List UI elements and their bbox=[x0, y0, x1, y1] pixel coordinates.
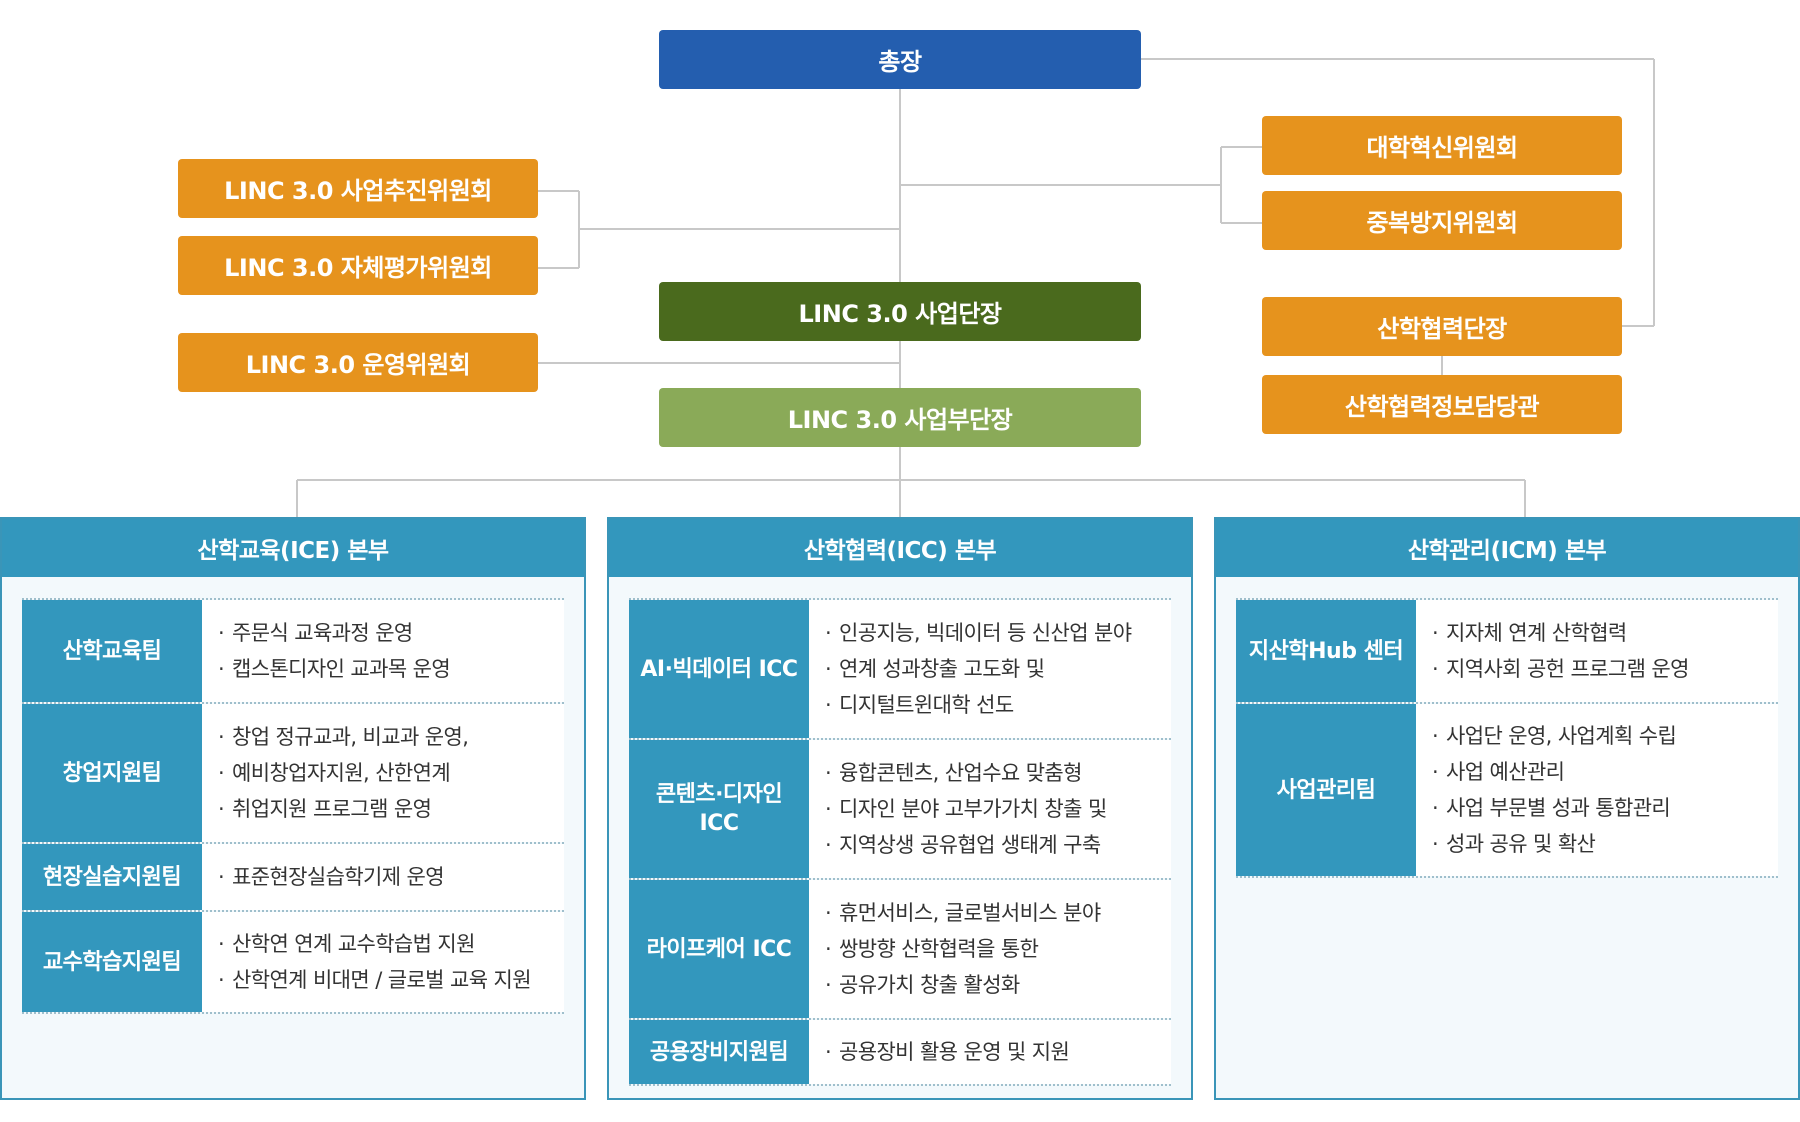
team-row: 콘텐츠·디자인 ICC 융합콘텐츠, 산업수요 맞춤형 디자인 분야 고부가가치… bbox=[629, 740, 1171, 880]
self-evaluation-committee-label: LINC 3.0 자체평가위원회 bbox=[224, 254, 492, 282]
university-innovation-committee-label: 대학혁신위원회 bbox=[1366, 134, 1518, 162]
duplication-prevention-committee-label: 중복방지위원회 bbox=[1366, 209, 1518, 237]
duty-item: 지역상생 공유협업 생태계 구축 bbox=[825, 827, 1165, 863]
division-title: 산학관리(ICM) 본부 bbox=[1216, 519, 1798, 577]
duty-item: 쌍방향 산학협력을 통한 bbox=[825, 931, 1165, 967]
duty-item: 공유가치 창출 활성화 bbox=[825, 967, 1165, 1003]
team-list: AI·빅데이터 ICC 인공지능, 빅데이터 등 신산업 분야 연계 성과창출 … bbox=[629, 598, 1171, 1086]
duty-item: 휴먼서비스, 글로벌서비스 분야 bbox=[825, 895, 1165, 931]
promotion-committee-label: LINC 3.0 사업추진위원회 bbox=[224, 177, 492, 205]
team-list: 지산학Hub 센터 지자체 연계 산학협력 지역사회 공헌 프로그램 운영 사업… bbox=[1236, 598, 1778, 878]
info-officer-box: 산학협력정보담당관 bbox=[1262, 375, 1622, 434]
team-row: 산학교육팀 주문식 교육과정 운영 캡스톤디자인 교과목 운영 bbox=[22, 598, 564, 704]
vice-director-box: LINC 3.0 사업부단장 bbox=[659, 388, 1141, 447]
duty-item: 창업 정규교과, 비교과 운영, bbox=[218, 719, 558, 755]
team-duties: 휴먼서비스, 글로벌서비스 분야 쌍방향 산학협력을 통한 공유가치 창출 활성… bbox=[809, 880, 1171, 1018]
team-row: 창업지원팀 창업 정규교과, 비교과 운영, 예비창업자지원, 산한연계 취업지… bbox=[22, 704, 564, 844]
team-name: AI·빅데이터 ICC bbox=[629, 600, 809, 738]
duty-item: 지자체 연계 산학협력 bbox=[1432, 615, 1772, 651]
president-box: 총장 bbox=[659, 30, 1141, 89]
university-innovation-committee-box: 대학혁신위원회 bbox=[1262, 116, 1622, 175]
team-name: 라이프케어 ICC bbox=[629, 880, 809, 1018]
duty-item: 공용장비 활용 운영 및 지원 bbox=[825, 1034, 1165, 1070]
duty-item: 디자인 분야 고부가가치 창출 및 bbox=[825, 791, 1165, 827]
division-title: 산학협력(ICC) 본부 bbox=[609, 519, 1191, 577]
promotion-committee-box: LINC 3.0 사업추진위원회 bbox=[178, 159, 538, 218]
team-list: 산학교육팀 주문식 교육과정 운영 캡스톤디자인 교과목 운영 창업지원팀 창업… bbox=[22, 598, 564, 1014]
vice-director-label: LINC 3.0 사업부단장 bbox=[787, 406, 1013, 434]
team-row: 공용장비지원팀 공용장비 활용 운영 및 지원 bbox=[629, 1020, 1171, 1086]
division-icm: 산학관리(ICM) 본부 지산학Hub 센터 지자체 연계 산학협력 지역사회 … bbox=[1214, 517, 1800, 1100]
division-title: 산학교육(ICE) 본부 bbox=[2, 519, 584, 577]
team-name: 공용장비지원팀 bbox=[629, 1020, 809, 1084]
duplication-prevention-committee-box: 중복방지위원회 bbox=[1262, 191, 1622, 250]
team-row: AI·빅데이터 ICC 인공지능, 빅데이터 등 신산업 분야 연계 성과창출 … bbox=[629, 598, 1171, 740]
team-name: 교수학습지원팀 bbox=[22, 912, 202, 1012]
team-row: 교수학습지원팀 산학연 연계 교수학습법 지원 산학연계 비대면 / 글로벌 교… bbox=[22, 912, 564, 1014]
project-director-box: LINC 3.0 사업단장 bbox=[659, 282, 1141, 341]
duty-item: 주문식 교육과정 운영 bbox=[218, 615, 558, 651]
team-duties: 융합콘텐츠, 산업수요 맞춤형 디자인 분야 고부가가치 창출 및 지역상생 공… bbox=[809, 740, 1171, 878]
duty-item: 캡스톤디자인 교과목 운영 bbox=[218, 651, 558, 687]
cooperation-head-label: 산학협력단장 bbox=[1377, 315, 1507, 343]
info-officer-label: 산학협력정보담당관 bbox=[1344, 393, 1540, 421]
team-duties: 산학연 연계 교수학습법 지원 산학연계 비대면 / 글로벌 교육 지원 bbox=[202, 912, 564, 1012]
team-name: 산학교육팀 bbox=[22, 600, 202, 702]
duty-item: 지역사회 공헌 프로그램 운영 bbox=[1432, 651, 1772, 687]
duty-item: 사업단 운영, 사업계획 수립 bbox=[1432, 718, 1772, 754]
team-duties: 창업 정규교과, 비교과 운영, 예비창업자지원, 산한연계 취업지원 프로그램… bbox=[202, 704, 564, 842]
duty-item: 사업 부문별 성과 통합관리 bbox=[1432, 790, 1772, 826]
team-duties: 인공지능, 빅데이터 등 신산업 분야 연계 성과창출 고도화 및 디지털트윈대… bbox=[809, 600, 1171, 738]
cooperation-head-box: 산학협력단장 bbox=[1262, 297, 1622, 356]
team-row: 현장실습지원팀 표준현장실습학기제 운영 bbox=[22, 844, 564, 912]
duty-item: 예비창업자지원, 산한연계 bbox=[218, 755, 558, 791]
team-duties: 표준현장실습학기제 운영 bbox=[202, 844, 564, 910]
duty-item: 성과 공유 및 확산 bbox=[1432, 826, 1772, 862]
team-duties: 사업단 운영, 사업계획 수립 사업 예산관리 사업 부문별 성과 통합관리 성… bbox=[1416, 704, 1778, 876]
team-row: 지산학Hub 센터 지자체 연계 산학협력 지역사회 공헌 프로그램 운영 bbox=[1236, 598, 1778, 704]
team-name: 사업관리팀 bbox=[1236, 704, 1416, 876]
operation-committee-label: LINC 3.0 운영위원회 bbox=[245, 351, 471, 379]
self-evaluation-committee-box: LINC 3.0 자체평가위원회 bbox=[178, 236, 538, 295]
division-icc: 산학협력(ICC) 본부 AI·빅데이터 ICC 인공지능, 빅데이터 등 신산… bbox=[607, 517, 1193, 1100]
duty-item: 표준현장실습학기제 운영 bbox=[218, 859, 558, 895]
team-name: 창업지원팀 bbox=[22, 704, 202, 842]
division-ice: 산학교육(ICE) 본부 산학교육팀 주문식 교육과정 운영 캡스톤디자인 교과… bbox=[0, 517, 586, 1100]
duty-item: 사업 예산관리 bbox=[1432, 754, 1772, 790]
duty-item: 취업지원 프로그램 운영 bbox=[218, 791, 558, 827]
operation-committee-box: LINC 3.0 운영위원회 bbox=[178, 333, 538, 392]
team-row: 라이프케어 ICC 휴먼서비스, 글로벌서비스 분야 쌍방향 산학협력을 통한 … bbox=[629, 880, 1171, 1020]
project-director-label: LINC 3.0 사업단장 bbox=[798, 300, 1002, 328]
duty-item: 산학연계 비대면 / 글로벌 교육 지원 bbox=[218, 962, 558, 998]
team-duties: 지자체 연계 산학협력 지역사회 공헌 프로그램 운영 bbox=[1416, 600, 1778, 702]
team-name: 콘텐츠·디자인 ICC bbox=[629, 740, 809, 878]
team-name: 지산학Hub 센터 bbox=[1236, 600, 1416, 702]
team-duties: 공용장비 활용 운영 및 지원 bbox=[809, 1020, 1171, 1084]
duty-item: 연계 성과창출 고도화 및 bbox=[825, 651, 1165, 687]
team-row: 사업관리팀 사업단 운영, 사업계획 수립 사업 예산관리 사업 부문별 성과 … bbox=[1236, 704, 1778, 878]
president-label: 총장 bbox=[878, 48, 922, 76]
team-duties: 주문식 교육과정 운영 캡스톤디자인 교과목 운영 bbox=[202, 600, 564, 702]
duty-item: 인공지능, 빅데이터 등 신산업 분야 bbox=[825, 615, 1165, 651]
duty-item: 융합콘텐츠, 산업수요 맞춤형 bbox=[825, 755, 1165, 791]
team-name: 현장실습지원팀 bbox=[22, 844, 202, 910]
duty-item: 산학연 연계 교수학습법 지원 bbox=[218, 926, 558, 962]
duty-item: 디지털트윈대학 선도 bbox=[825, 687, 1165, 723]
